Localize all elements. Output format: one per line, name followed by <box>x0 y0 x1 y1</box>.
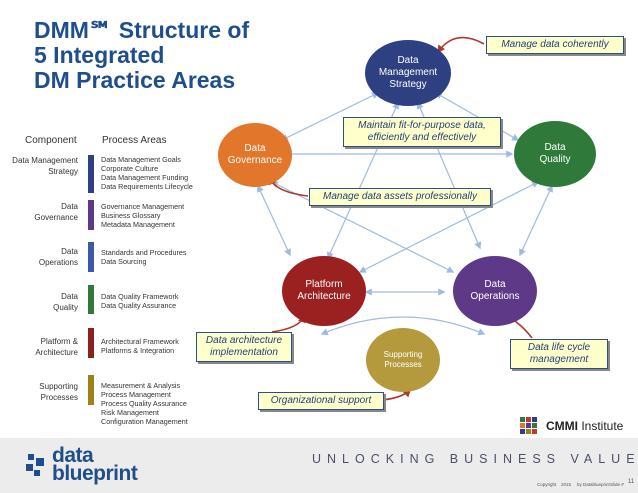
process-list-governance: Governance Management Business Glossary … <box>101 202 185 229</box>
column-header-process-areas: Process Areas <box>102 135 167 146</box>
callout-data-lifecycle-management: Data life cycle management <box>510 339 608 369</box>
process-list-strategy: Data Management Goals Corporate Culture … <box>101 155 193 191</box>
component-label-supporting: Supporting Processes <box>39 382 78 402</box>
arrow-coherently <box>437 36 485 54</box>
color-bar-platform <box>88 328 94 358</box>
process-list-operations: Standards and Procedures Data Sourcing <box>101 248 187 266</box>
copyright-label: Copyright <box>537 482 557 487</box>
callout-manage-assets-professionally: Manage data assets professionally <box>309 188 491 206</box>
color-bar-governance <box>88 200 94 230</box>
component-label-quality: Data Quality <box>53 292 78 312</box>
copyright-year: 2015 <box>561 482 572 487</box>
connector-quality-platform <box>358 181 540 273</box>
component-label-platform: Platform & Architecture <box>35 337 78 357</box>
connector-quality-operations <box>519 184 553 257</box>
callout-manage-data-coherently: Manage data coherently <box>486 36 624 54</box>
logo-word-blueprint: blueprint <box>52 462 138 485</box>
component-label-operations: Data Operations <box>38 247 78 267</box>
column-header-component: Component <box>25 135 77 146</box>
node-data-operations: Data Operations <box>453 256 537 326</box>
title-line-1: DMM℠ Structure of <box>34 17 250 43</box>
node-platform-architecture: Platform Architecture <box>282 256 366 326</box>
cmmi-institute-label: CMMI Institute <box>546 419 624 433</box>
tagline: UNLOCKING BUSINESS VALUE <box>312 452 638 466</box>
connector-governance-platform <box>257 184 291 257</box>
callout-organizational-support: Organizational support <box>258 392 384 410</box>
slide-number: 11 <box>628 479 635 485</box>
title-line-2: 5 Integrated <box>34 42 165 68</box>
cmmi-logo-mark <box>520 417 537 434</box>
process-list-quality: Data Quality Framework Data Quality Assu… <box>101 292 179 310</box>
color-bar-operations <box>88 242 94 272</box>
copyright-company: by Datablueprint <box>577 482 610 487</box>
node-supporting-processes: Supporting Processes <box>366 328 440 392</box>
title-line-3: DM Practice Areas <box>34 67 236 93</box>
callout-fit-for-purpose: Maintain fit-for-purpose data, efficient… <box>343 117 501 147</box>
process-list-platform: Architectural Framework Platforms & Inte… <box>101 337 179 355</box>
color-bar-quality <box>88 285 94 314</box>
color-bar-strategy <box>88 155 94 193</box>
color-bar-supporting <box>88 375 94 405</box>
node-data-quality: Data Quality <box>514 121 596 187</box>
logo-word-data: data <box>52 444 94 467</box>
logo-squares-icon <box>26 454 44 476</box>
slide-label: Slide # <box>610 482 624 487</box>
component-label-governance: Data Governance <box>34 202 78 222</box>
connector-support-arc <box>320 316 486 336</box>
page-title: DMM℠ Structure of 5 Integrated DM Practi… <box>34 18 294 93</box>
callout-architecture-implementation: Data architecture implementation <box>196 332 292 362</box>
footer-bar <box>0 438 638 493</box>
process-list-supporting: Measurement & Analysis Process Managemen… <box>101 381 188 426</box>
component-label-strategy: Data Management Strategy <box>12 156 78 176</box>
node-data-management-strategy: Data Management Strategy <box>365 40 451 106</box>
node-data-governance: Data Governance <box>218 123 292 187</box>
